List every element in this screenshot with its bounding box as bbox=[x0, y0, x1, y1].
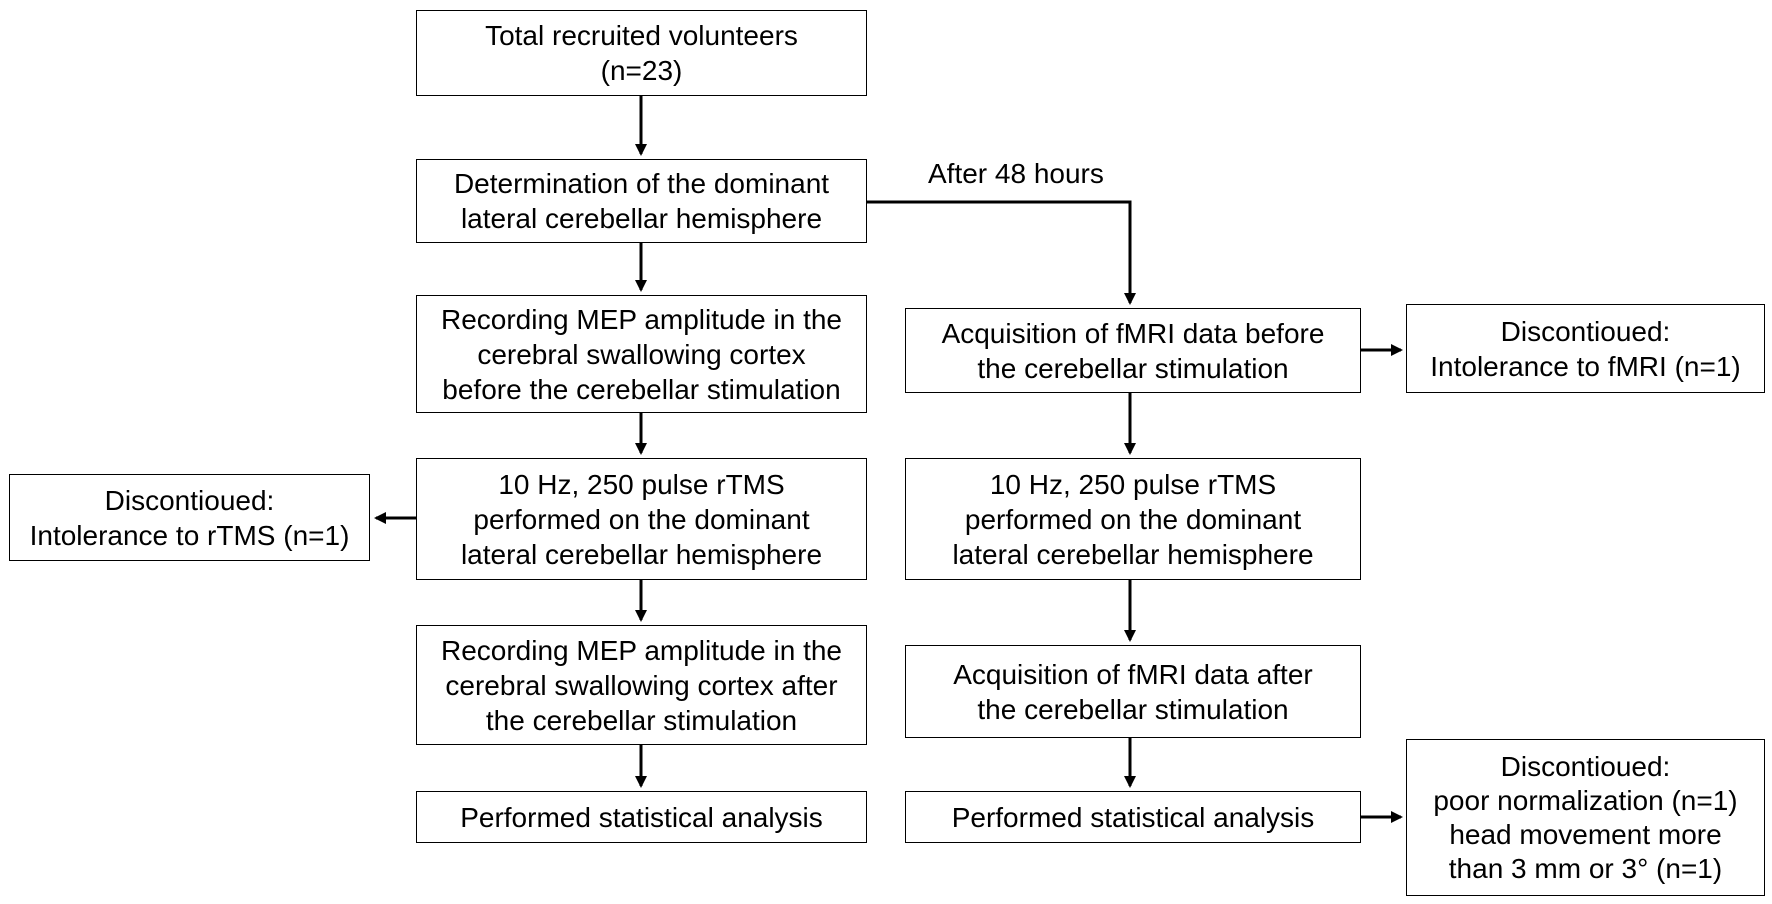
box-line: Discontioued: bbox=[104, 484, 275, 516]
box-line: the cerebellar stimulation bbox=[977, 352, 1289, 384]
box-line: Intolerance to rTMS (n=1) bbox=[29, 519, 350, 551]
box-line: 10 Hz, 250 pulse rTMS bbox=[989, 468, 1277, 500]
arrow-dominant-to-fmri-before bbox=[867, 200, 1136, 305]
box-discontinued-fmri: Discontioued: Intolerance to fMRI (n=1) bbox=[1406, 304, 1765, 393]
box-line: Discontioued: bbox=[1500, 315, 1671, 347]
box-line: poor normalization (n=1) bbox=[1433, 784, 1738, 816]
box-fmri-after: Acquisition of fMRI data after the cereb… bbox=[905, 645, 1361, 738]
box-line: 10 Hz, 250 pulse rTMS bbox=[498, 468, 785, 500]
box-line: than 3 mm or 3° (n=1) bbox=[1448, 852, 1723, 884]
box-line: the cerebellar stimulation bbox=[485, 704, 798, 736]
box-rtms-right: 10 Hz, 250 pulse rTMS performed on the d… bbox=[905, 458, 1361, 580]
box-line: cerebral swallowing cortex after bbox=[445, 669, 838, 701]
box-line: lateral cerebellar hemisphere bbox=[460, 203, 823, 234]
box-line: before the cerebellar stimulation bbox=[442, 373, 841, 405]
box-line: lateral cerebellar hemisphere bbox=[460, 538, 823, 570]
box-line: Total recruited volunteers bbox=[485, 20, 798, 51]
box-fmri-before: Acquisition of fMRI data before the cere… bbox=[905, 308, 1361, 393]
box-line: Acquisition of fMRI data before bbox=[941, 317, 1325, 349]
box-determination-dominant: Determination of the dominant lateral ce… bbox=[416, 159, 867, 243]
box-line: Determination of the dominant bbox=[453, 168, 830, 199]
box-line: lateral cerebellar hemisphere bbox=[952, 538, 1314, 570]
box-mep-after: Recording MEP amplitude in the cerebral … bbox=[416, 625, 867, 745]
box-mep-before: Recording MEP amplitude in the cerebral … bbox=[416, 295, 867, 413]
box-statistical-analysis-left: Performed statistical analysis bbox=[416, 791, 867, 843]
box-line: Recording MEP amplitude in the bbox=[440, 303, 843, 335]
edge-label-after-48-hours: After 48 hours bbox=[928, 158, 1104, 189]
box-line: performed on the dominant bbox=[964, 503, 1302, 535]
box-discontinued-normalization: Discontioued: poor normalization (n=1) h… bbox=[1406, 739, 1765, 896]
box-rtms-left: 10 Hz, 250 pulse rTMS performed on the d… bbox=[416, 458, 867, 580]
box-line: (n=23) bbox=[600, 55, 683, 86]
box-line: Intolerance to fMRI (n=1) bbox=[1430, 350, 1741, 382]
box-statistical-analysis-right: Performed statistical analysis bbox=[905, 791, 1361, 843]
box-line: Performed statistical analysis bbox=[951, 801, 1315, 833]
box-line: cerebral swallowing cortex bbox=[477, 338, 806, 370]
box-total-recruited: Total recruited volunteers (n=23) bbox=[416, 10, 867, 96]
box-line: Discontioued: bbox=[1500, 750, 1671, 782]
box-discontinued-rtms: Discontioued: Intolerance to rTMS (n=1) bbox=[9, 474, 370, 561]
box-line: Recording MEP amplitude in the bbox=[440, 634, 843, 666]
box-line: head movement more bbox=[1449, 818, 1722, 850]
box-line: Performed statistical analysis bbox=[460, 801, 823, 833]
box-line: the cerebellar stimulation bbox=[977, 693, 1289, 725]
box-line: Acquisition of fMRI data after bbox=[953, 658, 1313, 690]
box-line: performed on the dominant bbox=[473, 503, 810, 535]
